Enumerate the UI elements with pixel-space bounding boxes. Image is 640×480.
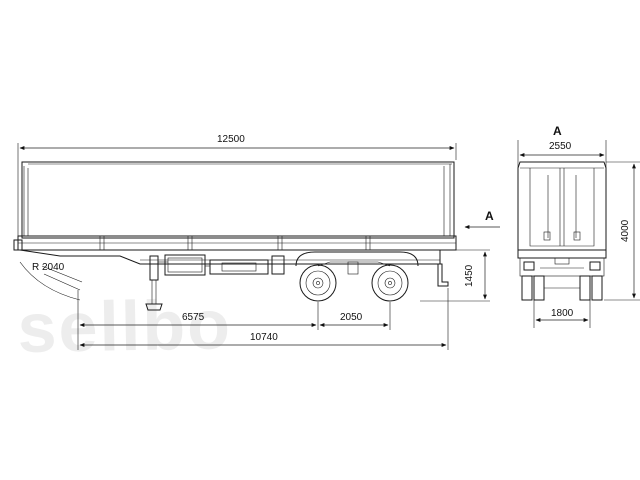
dim-overall-height: 4000 [604,161,640,301]
wheels [295,251,419,302]
dim-front-radius: R 2040 [19,261,83,301]
view-arrow-a: A [464,209,500,229]
wheel-front [299,264,337,302]
dim-kingpin-axles: 6575 [79,312,317,327]
dim-track-width-label: 1800 [551,308,574,319]
dim-kingpin-axles-label: 6575 [182,312,205,323]
rear-view-label: A [553,124,562,138]
landing-gear [145,255,168,311]
dim-overall-width-label: 2550 [549,141,572,152]
dim-frame-height-label: 1450 [464,264,475,287]
rear-view: A 2550 [517,124,640,328]
view-arrow-label: A [485,209,494,223]
dim-track-width: 1800 [533,300,591,328]
dim-frame-length-label: 10740 [250,332,278,343]
dim-front-radius-label: R 2040 [32,262,65,273]
dim-overall-height-label: 4000 [620,219,631,242]
dim-axle-spacing-label: 2050 [340,312,363,323]
dim-overall-length-label: 12500 [217,134,245,145]
dim-frame-length: 10740 [79,332,447,347]
trailer-body [13,161,457,251]
dim-overall-width: 2550 [517,140,607,168]
chassis [19,249,449,287]
rear-body [517,161,607,301]
dim-axle-spacing: 2050 [319,312,389,327]
dim-overall-length: 12500 [17,134,457,238]
side-view: A 12500 R 2040 1450 [13,134,500,350]
dim-frame-height: 1450 [420,249,490,302]
watermark: sellbo [17,285,233,367]
wheel-rear [371,264,409,302]
